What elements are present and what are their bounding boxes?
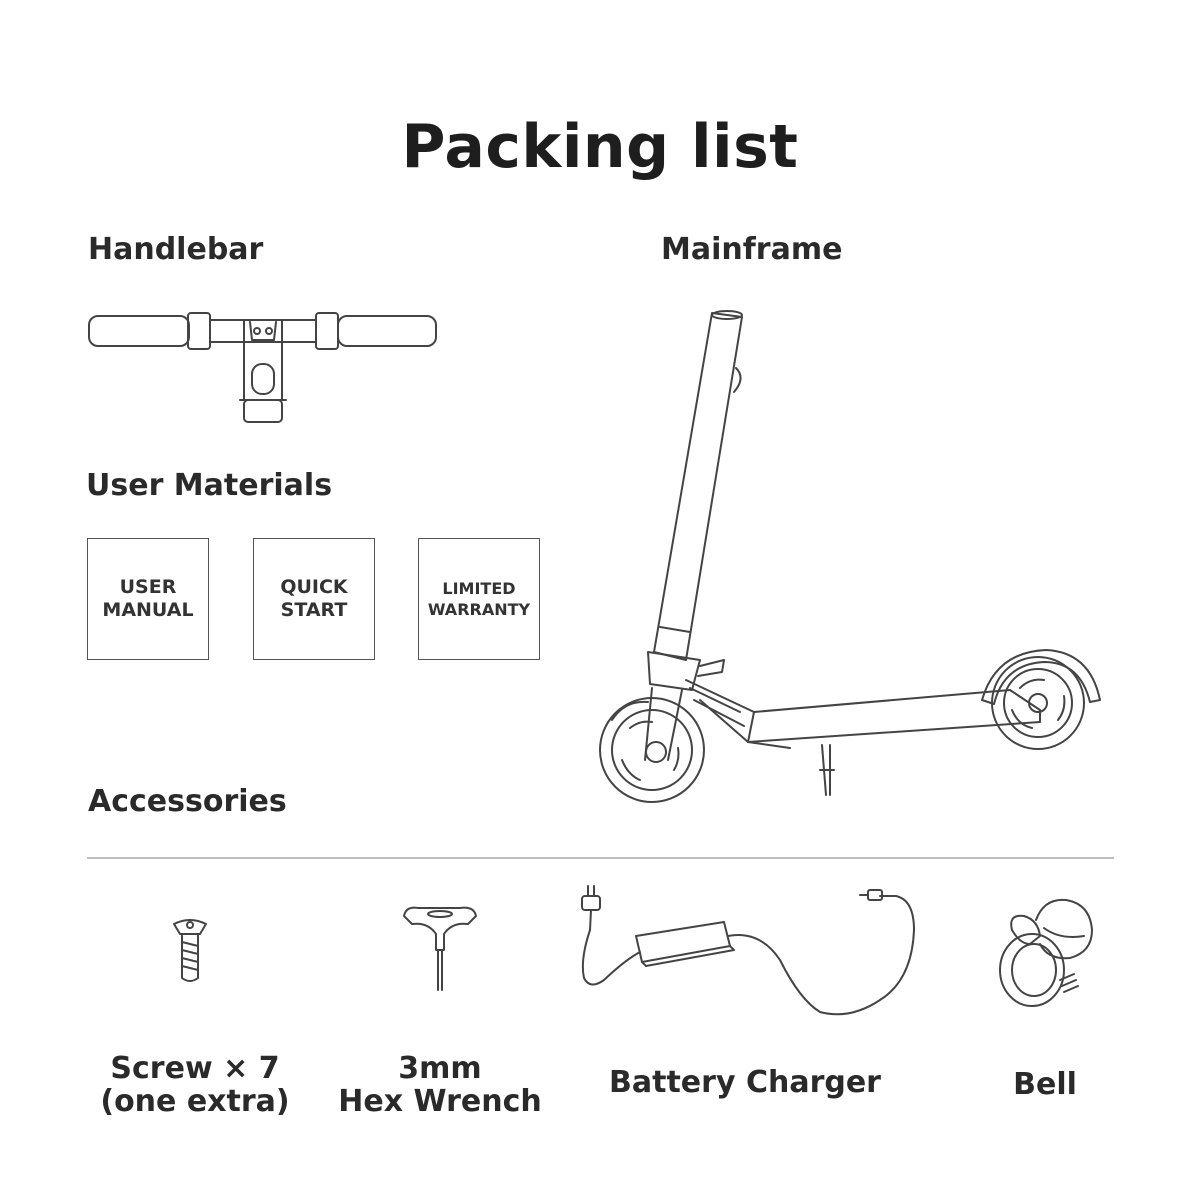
section-heading-user-materials: User Materials	[86, 468, 333, 503]
quick-start-booklet: QUICK START	[253, 538, 375, 660]
page-title: Packing list	[401, 112, 799, 182]
bell-caption: Bell	[1013, 1067, 1077, 1102]
limited-warranty-label: LIMITED WARRANTY	[427, 579, 531, 619]
screw-caption: Screw × 7 (one extra)	[100, 1051, 290, 1119]
section-heading-handlebar: Handlebar	[88, 232, 264, 267]
section-heading-accessories: Accessories	[88, 784, 287, 819]
quick-start-label: QUICK START	[280, 576, 348, 621]
limited-warranty-booklet: LIMITED WARRANTY	[418, 538, 540, 660]
user-manual-booklet: USER MANUAL	[87, 538, 209, 660]
battery-charger-caption: Battery Charger	[609, 1065, 881, 1100]
accessories-divider	[87, 857, 1114, 859]
hex-wrench-caption: 3mm Hex Wrench	[338, 1051, 542, 1119]
user-manual-label: USER MANUAL	[102, 576, 194, 621]
section-heading-mainframe: Mainframe	[661, 232, 843, 267]
